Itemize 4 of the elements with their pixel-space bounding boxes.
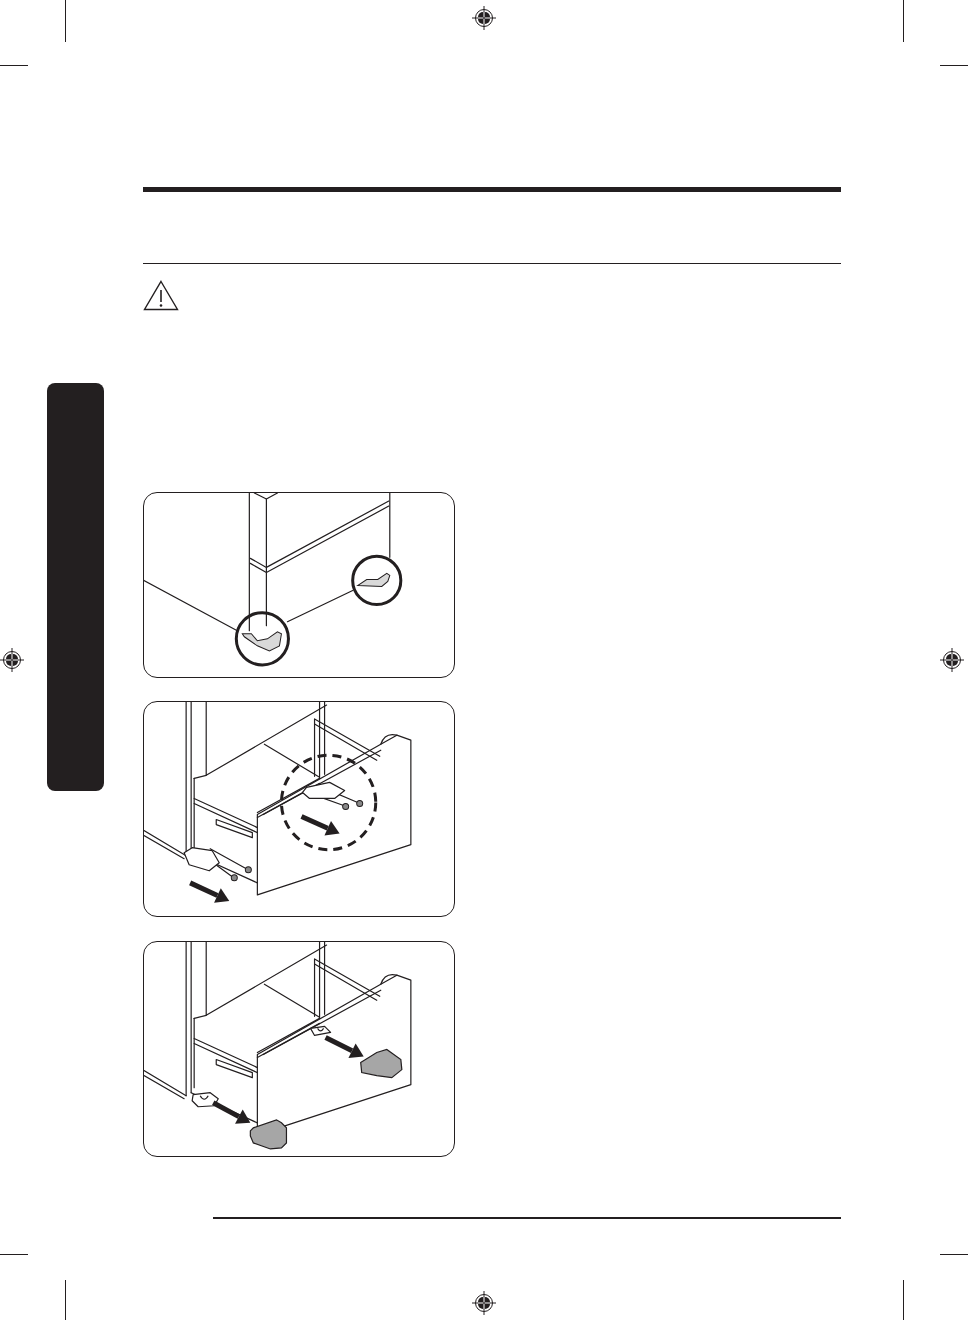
illustration-panel: [143, 701, 455, 917]
illustration-panel: [143, 941, 455, 1157]
illustration-panel: [143, 492, 455, 678]
section-tab: [47, 383, 104, 791]
